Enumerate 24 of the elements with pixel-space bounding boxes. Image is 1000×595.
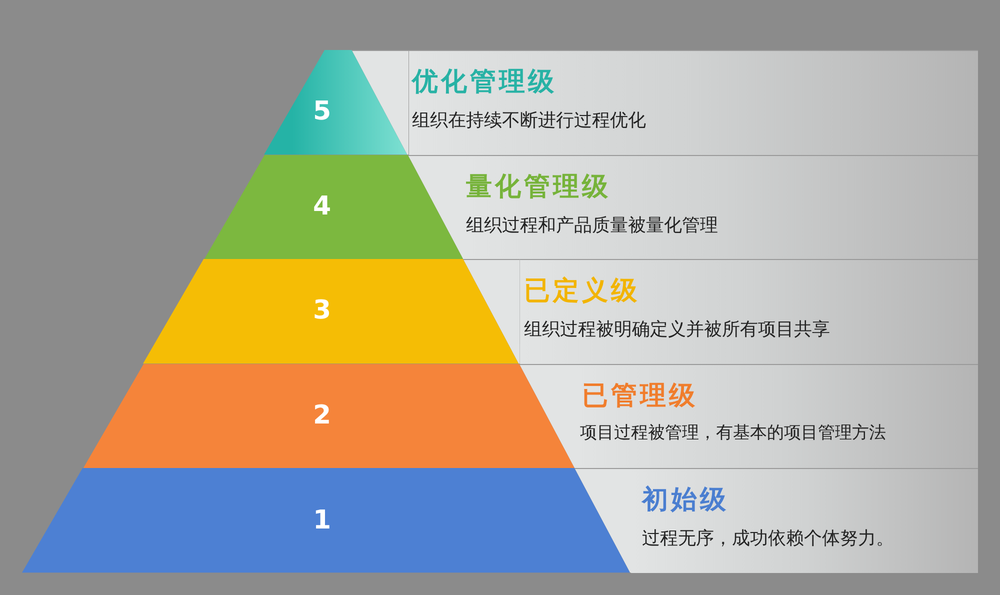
pyramid-layer	[204, 154, 465, 260]
level-number: 3	[312, 294, 332, 328]
level-band	[465, 154, 978, 260]
level-description: 过程无序，成功依赖个体努力。	[642, 527, 894, 552]
pyramid-layer	[82, 364, 576, 468]
level-band	[520, 259, 978, 364]
pyramid-layer	[143, 259, 520, 364]
pyramid-layer	[264, 50, 409, 155]
level-title: 已定义级	[524, 275, 640, 308]
level-number: 1	[312, 504, 332, 538]
level-number: 2	[312, 400, 332, 433]
level-title: 量化管理级	[466, 170, 611, 204]
level-number: 4	[312, 190, 332, 224]
pyramid-layer	[22, 468, 631, 573]
level-number: 5	[312, 96, 332, 129]
level-band	[576, 364, 978, 468]
level-description: 组织在持续不断进行过程优化	[412, 109, 646, 133]
level-description: 组织过程和产品质量被量化管理	[466, 214, 718, 238]
level-band	[631, 468, 978, 573]
level-description: 组织过程被明确定义并被所有项目共享	[524, 318, 830, 342]
level-title: 优化管理级	[412, 66, 557, 99]
level-description: 项目过程被管理，有基本的项目管理方法	[580, 422, 886, 445]
level-title: 已管理级	[582, 380, 698, 413]
level-title: 初始级	[642, 484, 729, 518]
